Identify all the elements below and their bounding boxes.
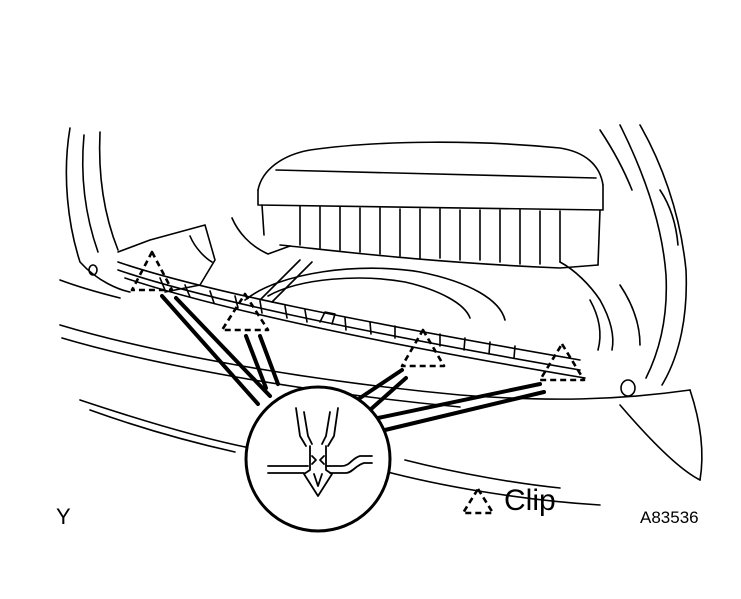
- clip-cross-section: [267, 407, 373, 497]
- clip-marker-4: [538, 342, 586, 382]
- clip-legend: Clip: [460, 484, 556, 518]
- view-label: Y: [56, 504, 71, 529]
- clip-marker-2: [220, 292, 270, 332]
- leader-lines: [160, 294, 546, 432]
- scuff-plate: [117, 261, 586, 379]
- spare-tire-well: [231, 217, 506, 321]
- clip-markers: [130, 250, 586, 382]
- rear-bumper: [59, 324, 703, 506]
- figure-id: A83536: [640, 508, 699, 527]
- dashed-triangle-icon: [460, 486, 496, 515]
- legend-label: Clip: [504, 484, 556, 517]
- trunk-frame-left: [59, 127, 131, 299]
- clip-marker-1: [130, 250, 174, 292]
- side-trim-panels: [117, 224, 641, 351]
- clip-detail-callout: [244, 385, 392, 533]
- trunk-frame-right: [599, 124, 688, 397]
- rear-seat-back: [257, 141, 604, 269]
- clip-marker-3: [400, 328, 446, 368]
